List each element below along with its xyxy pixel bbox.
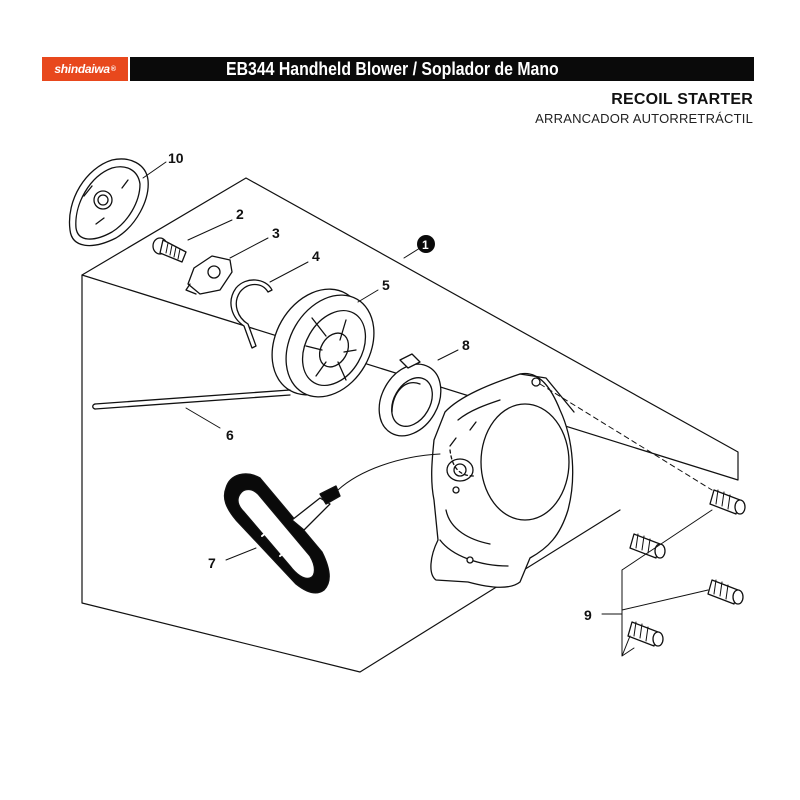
part-7-handle	[223, 453, 441, 594]
part-9-bolt-1	[709, 489, 746, 515]
assembly-outline-lower	[81, 274, 621, 673]
callout-7: 7	[208, 555, 216, 571]
callout-4: 4	[312, 248, 320, 264]
part-9-bolt-2	[629, 533, 666, 559]
section-title-es: ARRANCADOR AUTORRETRÁCTIL	[535, 111, 753, 126]
callout-10: 10	[168, 150, 184, 166]
leader-2	[187, 219, 233, 241]
starter-case	[430, 372, 575, 588]
part-4-clip	[230, 279, 273, 349]
part-9-bolt-4	[627, 621, 664, 647]
callout-1-badge	[417, 235, 435, 253]
brand-name: shindaiwa	[54, 62, 110, 76]
callout-1: 1	[422, 238, 429, 252]
part-3-ratchet	[185, 255, 233, 295]
callout-5: 5	[382, 277, 390, 293]
part-5-reel	[271, 288, 375, 398]
leader-1	[403, 247, 421, 259]
callout-9: 9	[584, 607, 592, 623]
part-6-rope	[92, 389, 291, 410]
callout-6: 6	[226, 427, 234, 443]
part-2-screw	[152, 237, 187, 263]
callout-8: 8	[462, 337, 470, 353]
leader-7	[225, 547, 257, 561]
brand-registered-mark: ®	[110, 65, 116, 73]
leader-4	[269, 261, 309, 283]
leader-8	[437, 349, 459, 361]
part-9-bolt-3	[707, 579, 744, 605]
section-heading: RECOIL STARTER ARRANCADOR AUTORRETRÁCTIL	[535, 91, 753, 126]
leader-5	[357, 289, 379, 303]
leader-3	[229, 237, 269, 259]
page-title: EB344 Handheld Blower / Soplador de Mano	[226, 59, 559, 79]
part-8-spring	[378, 353, 442, 437]
leader-10	[142, 161, 167, 179]
title-bar: EB344 Handheld Blower / Soplador de Mano	[130, 57, 754, 81]
callout-2: 2	[236, 206, 244, 222]
part-10-plate	[68, 158, 149, 247]
header-bar: shindaiwa® EB344 Handheld Blower / Sopla…	[42, 57, 754, 81]
leader-6	[185, 407, 221, 429]
brand-logo: shindaiwa®	[42, 57, 128, 81]
leader-9-bracket	[601, 509, 713, 657]
callout-3: 3	[272, 225, 280, 241]
section-title-en: RECOIL STARTER	[611, 91, 753, 108]
alignment-line	[539, 383, 713, 491]
